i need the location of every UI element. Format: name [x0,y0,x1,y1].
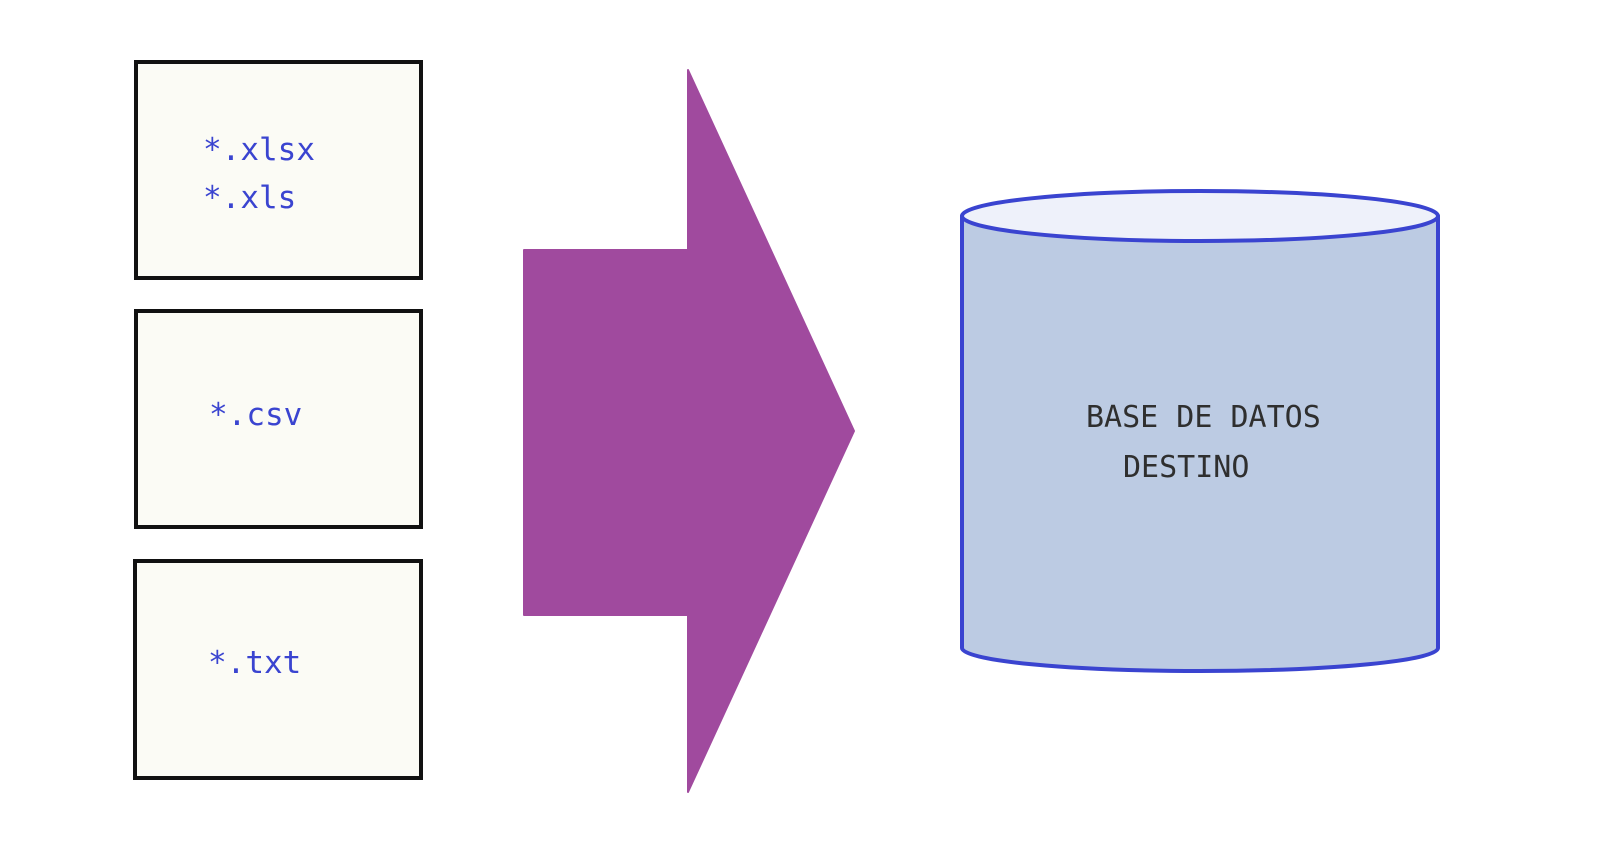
source-label-csv: *.csv [209,397,302,433]
source-box-csv: *.csv [134,309,423,529]
source-box-csv-frame [134,309,423,529]
database-label-line-2: DESTINO [1123,450,1249,485]
database-cylinder-body [960,214,1440,673]
source-label-txt: *.txt [208,645,301,681]
source-box-txt-frame [133,559,423,780]
database-cylinder: BASE DE DATOS DESTINO [960,189,1440,673]
source-label-xlsx: *.xlsx [203,132,315,168]
flow-arrow [523,69,855,793]
database-label-line-1: BASE DE DATOS [1086,400,1321,435]
source-label-xls: *.xls [203,180,296,216]
database-cylinder-top [960,189,1440,243]
source-box-excel-frame [134,60,423,280]
source-box-excel: *.xlsx *.xls [134,60,423,280]
source-box-txt: *.txt [133,559,423,780]
